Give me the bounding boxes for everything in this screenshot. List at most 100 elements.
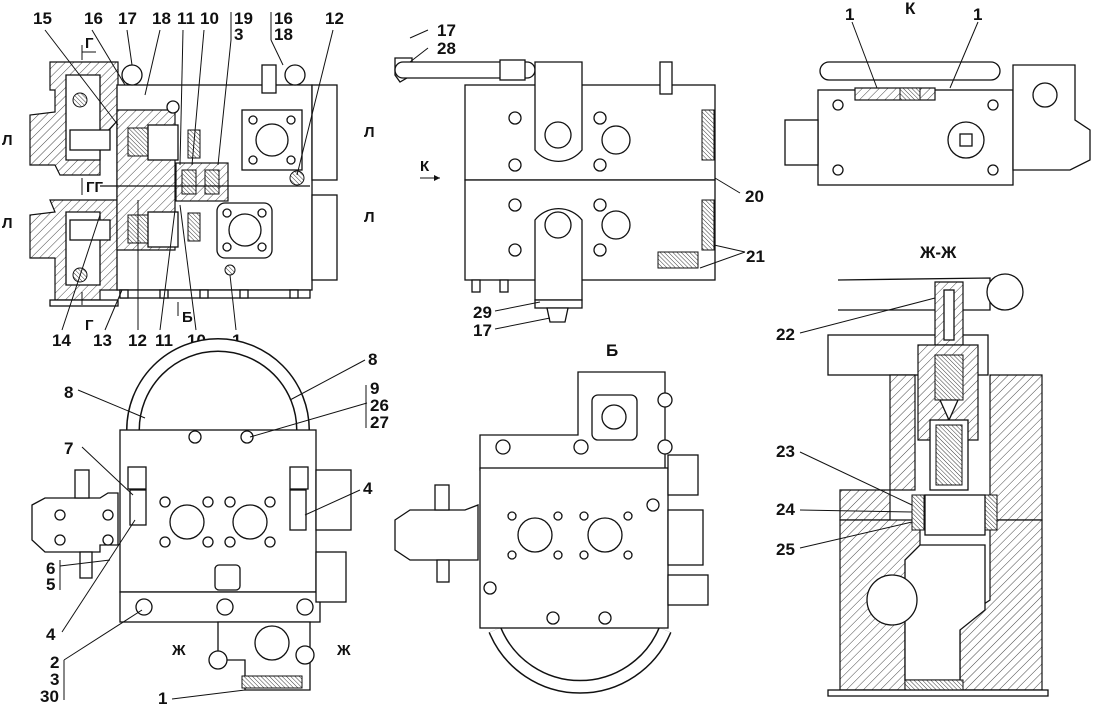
view-b-right-block [667,454,699,496]
valve-stem [74,469,90,499]
bolt-head [593,243,607,257]
main-section-view [29,12,338,331]
bolt-head [593,111,607,125]
callout-16b: 16 [274,9,293,28]
bolt-hole [224,536,236,548]
upper-spool-end [147,124,179,161]
leader [799,451,913,506]
section-mark-g-top: Г [85,35,94,52]
bolt [471,279,481,293]
view-b-port-left [517,517,553,553]
bolt-hole [553,550,563,560]
bolt-head [188,430,202,444]
bolt-hole [579,550,589,560]
callout-22: 22 [776,325,795,344]
leader [81,446,134,496]
callout-6: 6 [46,559,55,578]
bolt-head [508,243,522,257]
leader [296,29,334,176]
view-b-pipe [489,627,671,693]
callout-21: 21 [746,247,765,266]
valve-stem-bottom [436,559,450,583]
view-k: К 1 1 [784,0,1091,186]
leader [171,689,246,700]
bolt-hole [54,509,66,521]
callout-30: 30 [40,687,59,706]
leader [126,29,133,66]
right-valve-lower [311,194,338,281]
leader [191,29,205,166]
leader [409,47,429,63]
fitting-right [289,466,309,490]
callout-27: 27 [370,413,389,432]
bolt-head [296,598,314,616]
bolt-hole [286,115,296,125]
bolt-hole [202,536,214,548]
callout-15: 15 [33,9,52,28]
bolt-head [508,111,522,125]
fitting-right [986,273,1024,311]
bolt-hole [507,550,517,560]
bolt-hole [224,496,236,508]
leader [409,29,429,39]
view-b-side-valve [394,504,479,561]
plug-21b [657,251,699,269]
leader [249,402,368,438]
leader [713,244,746,253]
callout-7: 7 [64,439,73,458]
section-top-plate [837,277,991,311]
bolt-hole [102,509,114,521]
leader [494,317,551,330]
bolt [499,279,509,293]
seal-left [911,494,925,531]
callout-1c: 1 [158,689,167,706]
callout-11b: 11 [155,331,173,350]
bolt-hole [248,115,258,125]
fitting-4-right [289,489,307,531]
bolt-hole [222,208,232,218]
check-valve-2 [204,169,220,195]
leader [217,39,232,166]
lower-lever [69,219,111,241]
bolt-hole [286,155,296,165]
callout-18: 18 [152,9,171,28]
bolt-hole [264,536,276,548]
pipe-fitting [499,59,526,81]
upper-spring [127,127,149,157]
hex-socket [959,133,973,147]
bolt-hole [987,164,999,176]
callout-20: 20 [745,187,764,206]
callout-12: 12 [325,9,344,28]
check-valve-1 [181,169,197,195]
housing-cover [49,299,119,307]
upper-pin [72,92,88,108]
bolt-head [646,498,660,512]
view-k-port [1032,82,1058,108]
bolt-hole [257,242,267,252]
side-view: 17 28 20 21 29 17 К [394,21,765,340]
leader [59,559,111,567]
view-b: Б [394,341,709,694]
lower-port [228,213,262,247]
bottom-view: 8 8 9 26 27 7 4 6 5 4 2 3 30 1 Ж Ж [31,338,389,706]
section-zh-title: Ж-Ж [919,243,957,262]
callout-17-top: 17 [437,21,456,40]
bolt-hole [623,511,633,521]
leader [799,297,936,334]
view-k-seal-center [899,87,921,101]
callout-26: 26 [370,396,389,415]
section-zh-zh: Ж-Ж 22 23 24 25 [776,243,1049,697]
bolt-head [208,650,228,670]
bottom-plate-29 [534,299,583,309]
section-mark-l-right-bottom: Л [364,209,375,226]
view-b-right-fitting [667,574,709,606]
bolt-head [593,158,607,172]
callout-5: 5 [46,575,55,594]
port-left [169,504,205,540]
bolt-hole [832,164,844,176]
leader [91,29,126,86]
view-mark-k: К [420,158,430,175]
bolt-head [657,439,673,455]
